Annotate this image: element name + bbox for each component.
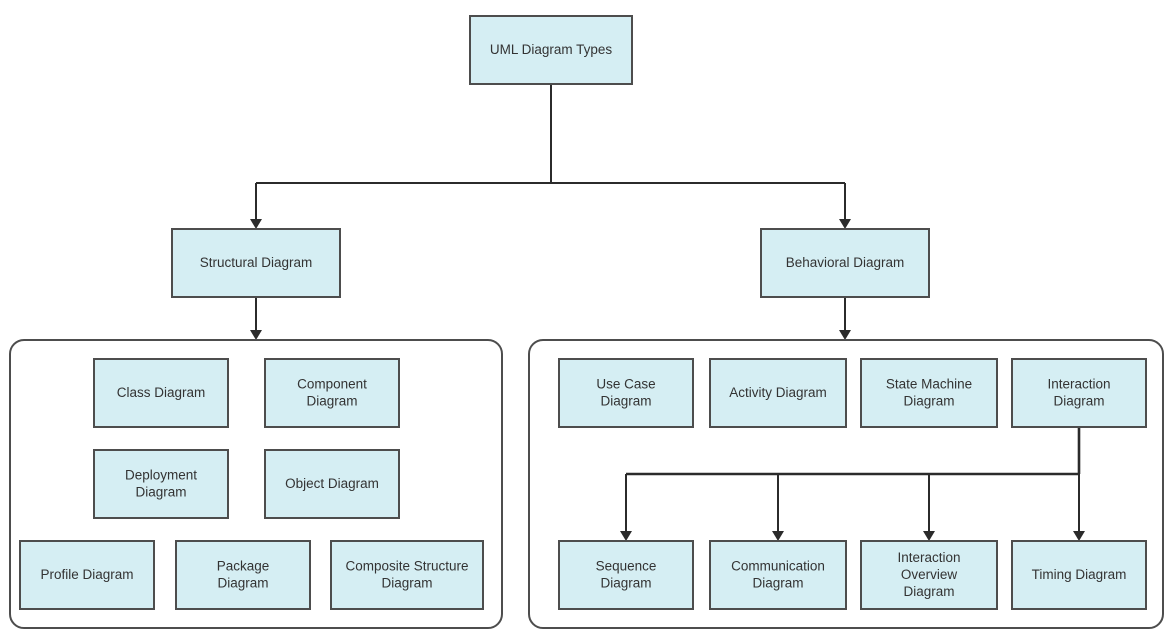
group-container-behavioral [528, 339, 1164, 629]
node-activity-diagram[interactable]: Activity Diagram [709, 358, 847, 428]
node-profile-diagram-label: Profile Diagram [40, 567, 133, 582]
node-communication-diagram-box[interactable] [709, 540, 847, 610]
node-class-diagram[interactable]: Class Diagram [93, 358, 229, 428]
node-package-diagram-box[interactable] [175, 540, 311, 610]
node-object-diagram-box[interactable] [264, 449, 400, 519]
node-component-diagram-box[interactable] [264, 358, 400, 428]
arrow-interaction-drop-2 [772, 531, 784, 541]
group-containers-layer [9, 339, 1164, 629]
connectors-layer [250, 84, 1085, 541]
node-root-uml-diagram-types[interactable]: UML Diagram Types [469, 15, 633, 85]
node-behavioral-diagram-label: Behavioral Diagram [786, 255, 905, 270]
node-interaction-overview-diagram-box[interactable] [860, 540, 998, 610]
node-activity-diagram-box[interactable] [709, 358, 847, 428]
node-timing-diagram[interactable]: Timing Diagram [1011, 540, 1147, 610]
node-deployment-diagram-box[interactable] [93, 449, 229, 519]
arrow-interaction-drop-1 [620, 531, 632, 541]
node-state-machine-diagram-box[interactable] [860, 358, 998, 428]
node-profile-diagram-box[interactable] [19, 540, 155, 610]
node-timing-diagram-label: Timing Diagram [1032, 567, 1127, 582]
arrow-structural-to-group [250, 330, 262, 340]
node-timing-diagram-box[interactable] [1011, 540, 1147, 610]
node-root-uml-diagram-types-box[interactable] [469, 15, 633, 85]
arrow-behavioral-to-group [839, 330, 851, 340]
node-class-diagram-label: Class Diagram [117, 385, 206, 400]
node-use-case-diagram-box[interactable] [558, 358, 694, 428]
node-object-diagram-label: Object Diagram [285, 476, 379, 491]
node-structural-diagram[interactable]: Structural Diagram [171, 228, 341, 298]
node-sequence-diagram-box[interactable] [558, 540, 694, 610]
node-composite-structure-diagram-box[interactable] [330, 540, 484, 610]
node-structural-diagram-label: Structural Diagram [200, 255, 313, 270]
node-object-diagram[interactable]: Object Diagram [264, 449, 400, 519]
node-behavioral-diagram[interactable]: Behavioral Diagram [760, 228, 930, 298]
node-behavioral-diagram-box[interactable] [760, 228, 930, 298]
node-activity-diagram-label: Activity Diagram [729, 385, 827, 400]
arrow-interaction-drop-3 [923, 531, 935, 541]
node-class-diagram-box[interactable] [93, 358, 229, 428]
node-profile-diagram[interactable]: Profile Diagram [19, 540, 155, 610]
arrow-interaction-drop-4 [1073, 531, 1085, 541]
node-interaction-diagram-box[interactable] [1011, 358, 1147, 428]
arrow-to-behavioral [839, 219, 851, 229]
node-structural-diagram-box[interactable] [171, 228, 341, 298]
node-root-uml-diagram-types-label: UML Diagram Types [490, 42, 613, 57]
arrow-to-structural [250, 219, 262, 229]
group-container-structural [9, 339, 503, 629]
